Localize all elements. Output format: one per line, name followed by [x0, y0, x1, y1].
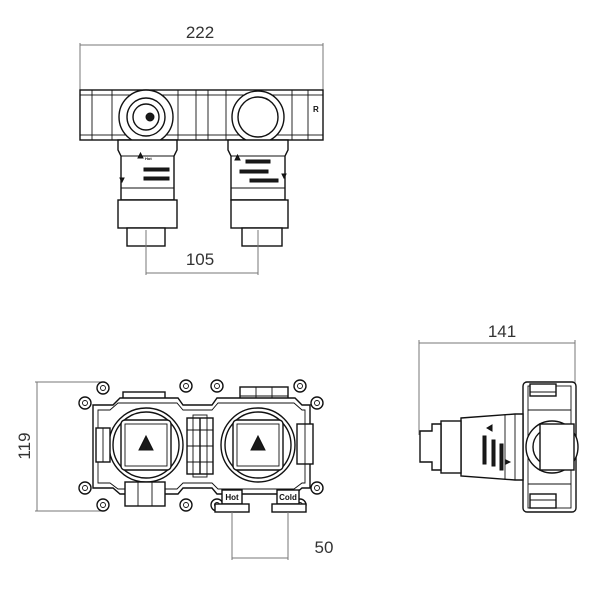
front-center-connector [186, 414, 214, 478]
dimension-height: 119 [15, 381, 105, 512]
dim-50-label: 50 [315, 538, 334, 557]
svg-text:Hot: Hot [145, 156, 152, 161]
svg-text:!: ! [145, 445, 146, 450]
front-left-valve: ! [108, 407, 184, 483]
front-view: 119 [15, 379, 334, 560]
front-right-stub [296, 423, 314, 465]
svg-text:R: R [313, 105, 319, 114]
front-left-stubs [95, 427, 166, 507]
dim-222-label: 222 [186, 23, 214, 42]
top-view: 222 R Hot [79, 23, 324, 275]
dim-141-label: 141 [488, 322, 516, 341]
side-body [522, 381, 579, 513]
dimension-center-spacing: 105 [145, 230, 259, 275]
hot-label: Hot [225, 493, 239, 502]
top-manifold: R [79, 89, 324, 141]
dim-105-label: 105 [186, 250, 214, 269]
front-bottom-outlets: Hot Cold [214, 489, 307, 513]
top-left-valve: Hot [117, 89, 178, 247]
side-cartridge [419, 413, 524, 481]
dim-119-label: 119 [15, 432, 34, 459]
front-right-valve: ! [220, 407, 296, 483]
svg-text:!: ! [257, 445, 258, 450]
cold-label: Cold [279, 493, 297, 502]
dimension-top-width: 222 [79, 23, 324, 95]
dimension-outlet-spacing: 50 [231, 512, 334, 560]
side-view: 141 [418, 322, 579, 513]
top-right-valve [227, 90, 289, 247]
